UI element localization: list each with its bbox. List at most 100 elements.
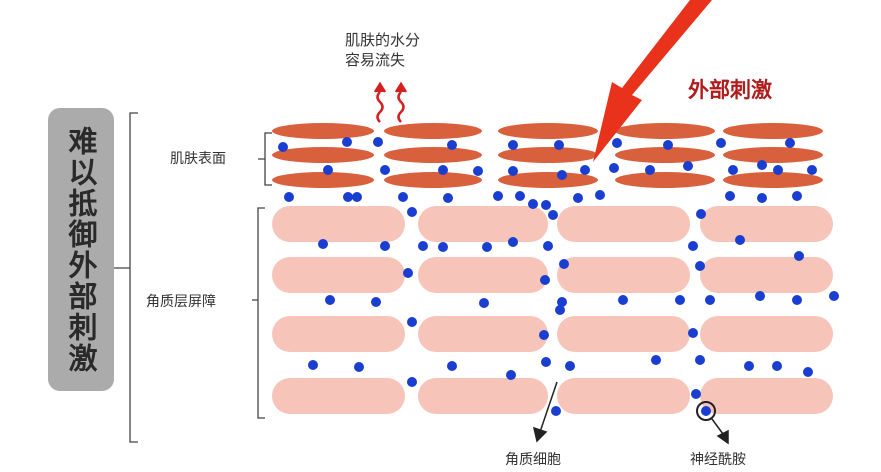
corneocyte-cell: [700, 257, 833, 293]
ceramide-dot: [482, 242, 492, 252]
ceramide-label: 神经酰胺: [690, 452, 746, 468]
ceramide-dot: [508, 140, 518, 150]
ceramide-dot: [508, 237, 518, 247]
water-loss-arrows-icon: [373, 81, 408, 123]
ceramide-dot: [443, 193, 453, 203]
ceramide-dot: [728, 165, 738, 175]
barrier-label: 角质层屏障: [146, 294, 216, 310]
ceramide-dot: [407, 317, 417, 327]
surface-label: 肌肤表面: [170, 151, 226, 167]
ceramide-dot: [473, 166, 483, 176]
ceramide-dot: [565, 361, 575, 371]
ceramide-dot: [508, 166, 518, 176]
ceramide-dot: [651, 355, 661, 365]
water-loss-line-1: 肌肤的水分: [345, 31, 421, 49]
ceramide-dot: [755, 291, 765, 301]
surface-cell: [498, 123, 598, 139]
stimulus-label: 外部刺激: [688, 78, 772, 102]
corneocyte-cell: [557, 257, 690, 293]
ceramide-dot: [418, 241, 428, 251]
ceramide-dot: [278, 142, 288, 152]
corneocyte-cell: [418, 257, 548, 293]
ceramide-dot: [559, 259, 569, 269]
ceramide-dot: [407, 207, 417, 217]
corneocyte-cell: [418, 316, 548, 352]
ceramide-dots: [278, 137, 839, 416]
ceramide-dot: [352, 192, 362, 202]
ceramide-dot: [284, 192, 294, 202]
brackets: [114, 112, 272, 443]
ceramide-dot: [325, 295, 335, 305]
ceramide-dot: [548, 210, 558, 220]
ceramide-dot: [308, 360, 318, 370]
ceramide-dot: [371, 297, 381, 307]
ceramide-dot: [580, 165, 590, 175]
water-loss-label: 肌肤的水分 容易流失: [345, 30, 420, 70]
ceramide-dot: [683, 161, 693, 171]
ceramide-dot: [696, 209, 706, 219]
ceramide-dot: [701, 406, 711, 416]
corneocyte-cell: [557, 206, 690, 242]
ceramide-dot: [695, 261, 705, 271]
pointer-arrows: [532, 381, 729, 445]
ceramide-dot: [539, 330, 549, 340]
surface-cell: [615, 123, 715, 139]
ceramide-dot: [380, 241, 390, 251]
corneocyte-cell: [272, 316, 405, 352]
ceramide-dot: [792, 191, 802, 201]
ceramide-dot: [528, 199, 538, 209]
ceramide-dot: [757, 160, 767, 170]
ceramide-dot: [609, 163, 619, 173]
corneocyte-cell: [272, 257, 405, 293]
surface-cell: [272, 147, 374, 163]
barrier-bracket: [252, 207, 265, 419]
water-loss-line-2: 容易流失: [345, 51, 406, 69]
ceramide-dot: [493, 191, 503, 201]
surface-cell: [498, 172, 598, 188]
corneocyte-cell: [700, 378, 833, 414]
ceramide-dot: [555, 305, 565, 315]
stimulus-arrow-icon: [593, 0, 712, 162]
side-label: 难以抵御外部刺激: [64, 125, 98, 374]
ceramide-dot: [380, 165, 390, 175]
ceramide-dot: [663, 140, 673, 150]
ceramide-dot: [803, 367, 813, 377]
ceramide-dot: [403, 268, 413, 278]
ceramide-dot: [705, 295, 715, 305]
main-bracket: [114, 112, 138, 443]
ceramide-dot: [541, 200, 551, 210]
ceramide-dot: [540, 275, 550, 285]
surface-bracket: [258, 132, 272, 186]
ceramide-dot: [554, 140, 564, 150]
ceramide-dot: [757, 193, 767, 203]
ceramide-dot: [785, 138, 795, 148]
surface-cell: [723, 123, 823, 139]
corneocyte-cell: [272, 206, 405, 242]
surface-cell: [615, 172, 715, 188]
ceramide-dot: [447, 361, 457, 371]
corneocyte-layer: [272, 206, 833, 414]
corneocyte-cell: [557, 316, 690, 352]
ceramide-dot: [688, 328, 698, 338]
surface-cell: [723, 172, 823, 188]
ceramide-dot: [506, 370, 516, 380]
ceramide-dot: [618, 295, 628, 305]
corneocyte-cell: [418, 206, 548, 242]
ceramide-dot: [342, 137, 352, 147]
ceramide-dot: [541, 357, 551, 367]
ceramide-dot: [373, 137, 383, 147]
ceramide-dot: [829, 291, 839, 301]
ceramide-dot: [645, 165, 655, 175]
ceramide-dot: [675, 295, 685, 305]
ceramide-dot: [318, 239, 328, 249]
ceramide-dot: [343, 192, 353, 202]
ceramide-dot: [398, 192, 408, 202]
ceramide-dot: [479, 298, 489, 308]
ceramide-dot: [551, 406, 561, 416]
corneocyte-cell: [700, 316, 833, 352]
surface-layer: [272, 123, 823, 188]
ceramide-dot: [688, 241, 698, 251]
ceramide-dot: [612, 138, 622, 148]
surface-cell: [384, 172, 482, 188]
ceramide-dot: [807, 165, 817, 175]
